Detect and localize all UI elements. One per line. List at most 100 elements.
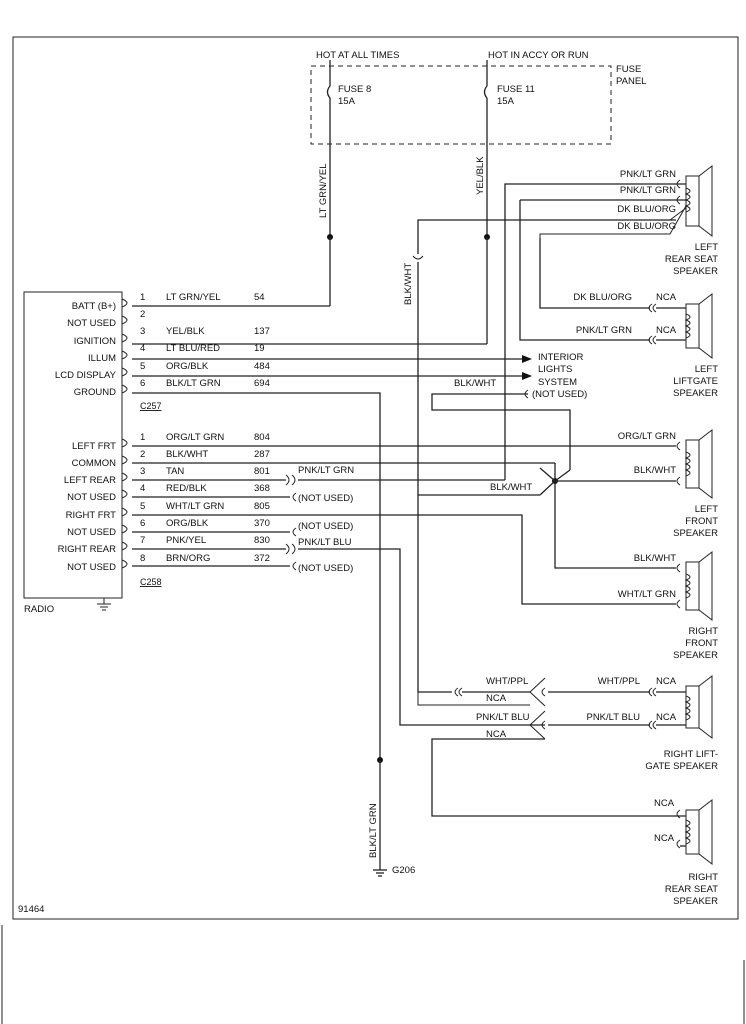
left-front-name-1: LEFT <box>695 504 718 515</box>
splice-label-pnk-lt-grn: PNK/LT GRN <box>298 465 354 476</box>
radio-label-not-used-1: NOT USED <box>67 318 116 329</box>
radio-label-left-rear: LEFT REAR <box>64 475 116 486</box>
left-rear-seat-name-2: REAR SEAT <box>665 254 718 265</box>
ground-wire-label: BLK/LT GRN <box>368 803 379 858</box>
c257-pin-2: 2 <box>140 309 145 320</box>
left-front-name-3: SPEAKER <box>673 528 718 539</box>
rl-splice-1: WHT/PPL <box>486 676 528 687</box>
fuse-11-symbol <box>483 85 488 99</box>
rf-wire-2: WHT/LT GRN <box>618 589 676 600</box>
diagram-id: 91464 <box>18 904 44 915</box>
radio-label-not-used-2: NOT USED <box>67 492 116 503</box>
c258-pin-2: 2 <box>140 449 145 460</box>
c258-pin-7: 7 <box>140 535 145 546</box>
fuse-8-symbol <box>326 85 331 99</box>
c258-pin-5: 5 <box>140 501 145 512</box>
right-front-speaker <box>684 550 713 622</box>
lls-nca-1: NCA <box>656 292 677 303</box>
c258-color-3: TAN <box>166 466 184 477</box>
splice-label-not-used-1: (NOT USED) <box>298 493 353 504</box>
radio-label-batt: BATT (B+) <box>72 301 116 312</box>
fuse-panel-label-2: PANEL <box>616 76 646 87</box>
left-front-name-2: FRONT <box>685 516 718 527</box>
blk-wht-connector <box>412 255 424 260</box>
c257-pin-6: 6 <box>140 378 145 389</box>
left-front-speaker <box>684 428 713 500</box>
rrs-nca-1: NCA <box>654 798 675 809</box>
fuse-8-label: FUSE 8 <box>338 84 371 95</box>
c258-pin-6: 6 <box>140 518 145 529</box>
c258-pin-4: 4 <box>140 483 145 494</box>
splice-label-not-used-3: (NOT USED) <box>298 563 353 574</box>
interior-not-used-label: (NOT USED) <box>532 389 587 400</box>
c258-pin-3: 3 <box>140 466 145 477</box>
lf-wire-2: BLK/WHT <box>634 465 676 476</box>
left-rear-seat-speaker <box>684 164 713 238</box>
c257-color-4: LT BLU/RED <box>166 343 220 354</box>
fuse-11-rating: 15A <box>497 96 515 107</box>
connector-c258-pins <box>121 438 128 569</box>
lf-wire-1: ORG/LT GRN <box>618 431 676 442</box>
c257-pin-3: 3 <box>140 326 145 337</box>
c258-pin-table: 1 ORG/LT GRN 804 2 BLK/WHT 287 3 TAN 801… <box>140 432 270 564</box>
c257-pin-5: 5 <box>140 361 145 372</box>
c258-color-7: PNK/YEL <box>166 535 206 546</box>
left-liftgate-speaker <box>684 292 713 360</box>
fuse-8-rating: 15A <box>338 96 356 107</box>
c258-circuit-1: 804 <box>254 432 270 443</box>
c257-color-6: BLK/LT GRN <box>166 378 221 389</box>
c258-color-2: BLK/WHT <box>166 449 208 460</box>
c258-circuit-5: 805 <box>254 501 270 512</box>
fuse-panel-label: FUSE <box>616 64 641 75</box>
right-rear-seat-speaker <box>684 798 713 866</box>
c258-circuit-3: 801 <box>254 466 270 477</box>
c258-wires <box>132 445 676 726</box>
radio-unit: RADIO BATT (B+) NOT USED IGNITION ILLUM … <box>23 291 123 615</box>
right-front-name-3: SPEAKER <box>673 650 718 661</box>
lls-nca-2: NCA <box>656 325 677 336</box>
right-rear-seat-name-3: SPEAKER <box>673 896 718 907</box>
lrs-wire-1: PNK/LT GRN <box>620 169 676 180</box>
ground-label: G206 <box>392 865 415 876</box>
interior-lights-label-1: INTERIOR <box>538 352 584 363</box>
right-liftgate-name-1: RIGHT LIFT- <box>664 749 718 760</box>
lls-wire-2: PNK/LT GRN <box>576 325 632 336</box>
fuse-11-label: FUSE 11 <box>497 84 535 95</box>
c258-circuit-7: 830 <box>254 535 270 546</box>
c257-circuit-3: 137 <box>254 326 270 337</box>
left-liftgate-name-2: LIFTGATE <box>673 376 718 387</box>
radio-label-right-frt: RIGHT FRT <box>66 510 117 521</box>
rrs-nca-2: NCA <box>654 833 675 844</box>
splice-label-pnk-lt-blu: PNK/LT BLU <box>298 537 352 548</box>
lrs-wire-2: PNK/LT GRN <box>620 185 676 196</box>
radio-label-not-used-3: NOT USED <box>67 527 116 538</box>
radio-label-illum: ILLUM <box>88 353 116 364</box>
right-liftgate-name-2: GATE SPEAKER <box>645 761 718 772</box>
wire-label-lt-grn-yel: LT GRN/YEL <box>318 163 329 218</box>
c257-circuit-6: 694 <box>254 378 270 389</box>
right-liftgate-speaker <box>684 674 713 740</box>
connector-c258-label: C258 <box>140 577 162 587</box>
radio-label-ignition: IGNITION <box>74 336 116 347</box>
arrow-icon <box>522 372 532 380</box>
ground-g206-icon <box>373 869 387 877</box>
c258-color-8: BRN/ORG <box>166 553 210 564</box>
connector-c257-label: C257 <box>140 401 162 411</box>
c258-circuit-6: 370 <box>254 518 270 529</box>
c258-pin-8: 8 <box>140 553 145 564</box>
lls-wire-1: DK BLU/ORG <box>573 292 632 303</box>
wire-label-yel-blk: YEL/BLK <box>475 156 486 195</box>
radio-label-lcd-display: LCD DISPLAY <box>55 370 117 381</box>
rl-nca-2: NCA <box>656 712 677 723</box>
c258-color-5: WHT/LT GRN <box>166 501 224 512</box>
interior-lights-label-2: LIGHTS <box>538 364 572 375</box>
right-front-name-1: RIGHT <box>688 626 718 637</box>
c257-circuit-1: 54 <box>254 292 265 303</box>
interior-lights-label-3: SYSTEM <box>538 377 577 388</box>
fuse-panel: HOT AT ALL TIMES HOT IN ACCY OR RUN FUSE… <box>310 50 646 236</box>
radio-label-common: COMMON <box>72 458 116 469</box>
rl-splice-3: PNK/LT BLU <box>476 712 530 723</box>
c257-color-3: YEL/BLK <box>166 326 205 337</box>
rl-wire-1: WHT/PPL <box>598 676 640 687</box>
right-rear-seat-name-1: RIGHT <box>688 872 718 883</box>
